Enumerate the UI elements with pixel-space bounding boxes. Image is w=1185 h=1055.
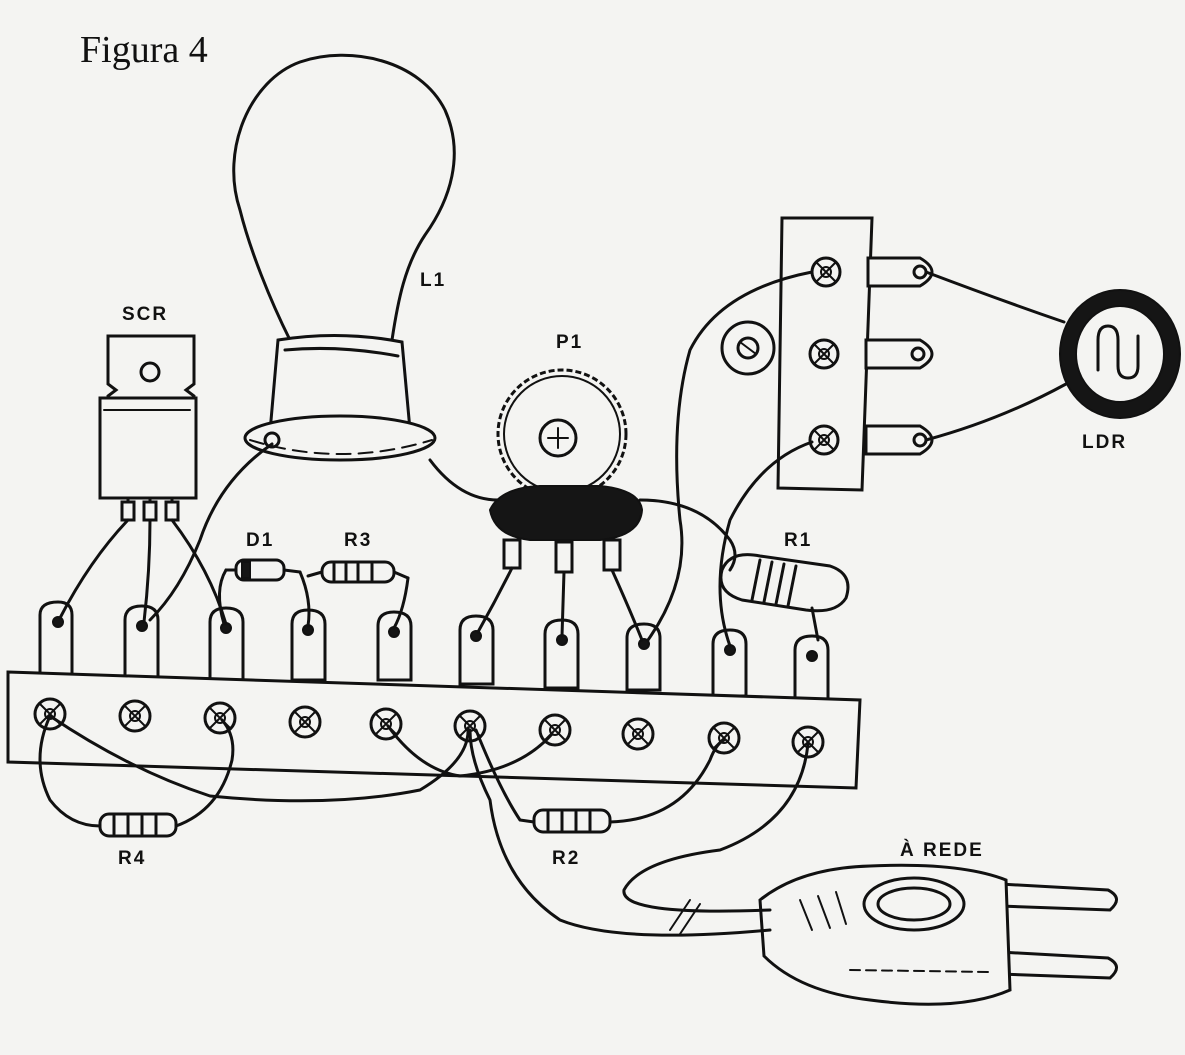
terminal-board bbox=[6, 670, 862, 790]
mains-plug bbox=[758, 863, 1118, 1006]
board-holes bbox=[33, 697, 825, 759]
label-r4: R4 bbox=[118, 848, 146, 869]
solder-lugs bbox=[38, 600, 830, 702]
lamp-l1 bbox=[232, 53, 456, 462]
resistor-r4 bbox=[98, 812, 178, 838]
label-scr: SCR bbox=[122, 304, 168, 325]
figure-title: Figura 4 bbox=[80, 29, 208, 71]
label-ldr: LDR bbox=[1082, 432, 1127, 453]
label-mains: À REDE bbox=[900, 839, 984, 861]
label-p1: P1 bbox=[556, 332, 583, 353]
resistor-r3 bbox=[306, 560, 410, 584]
resistor-r1 bbox=[719, 553, 850, 642]
label-r2: R2 bbox=[552, 848, 580, 869]
diode-d1 bbox=[224, 558, 302, 582]
label-d1: D1 bbox=[246, 530, 274, 551]
label-l1: L1 bbox=[420, 270, 446, 291]
wiring bbox=[38, 270, 1068, 937]
ldr-sensor bbox=[1059, 289, 1181, 419]
ldr-terminal-block bbox=[720, 216, 934, 492]
label-r1: R1 bbox=[784, 530, 812, 551]
scr-thyristor bbox=[98, 334, 198, 522]
terminal-strip bbox=[6, 600, 862, 790]
label-r3: R3 bbox=[344, 530, 372, 551]
potentiometer-p1 bbox=[488, 368, 644, 574]
resistor-r2 bbox=[532, 808, 612, 834]
